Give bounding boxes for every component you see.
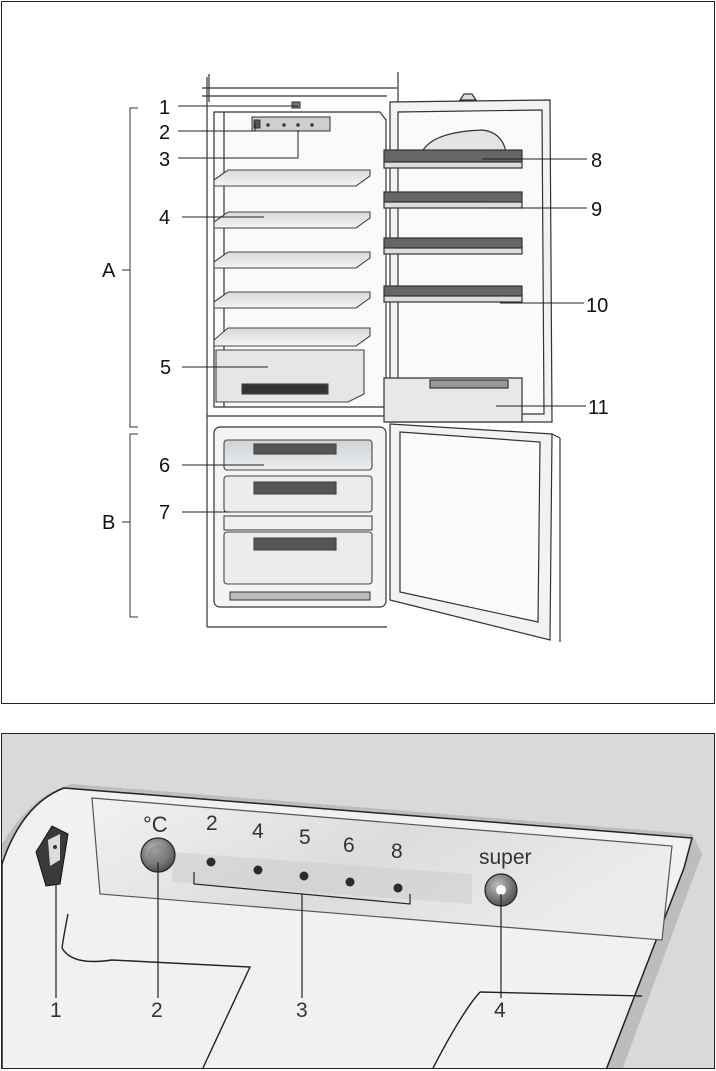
callout-3: 3: [159, 149, 170, 171]
indicator-light-8: [394, 884, 403, 893]
section-label-b: B: [102, 512, 115, 534]
control-panel-closeup-figure: °C 2 4 5 6 8 super 1 2 3 4: [1, 733, 715, 1069]
super-indicator-light: [496, 885, 506, 895]
callout-6: 6: [159, 455, 170, 477]
freezer-door: [390, 424, 560, 642]
section-label-a: A: [102, 260, 116, 282]
callout-10: 10: [586, 295, 608, 317]
scale-label-6: 6: [343, 834, 355, 857]
scale-label-5: 5: [299, 826, 311, 849]
scale-label-2: 2: [206, 812, 218, 835]
temperature-symbol: °C: [143, 812, 168, 837]
control-panel-illustration: °C 2 4 5 6 8 super 1 2 3 4: [2, 734, 715, 1069]
vegetable-container: [216, 350, 364, 402]
scale-label-4: 4: [252, 820, 264, 843]
indicator-light-5: [300, 872, 309, 881]
callout-4: 4: [159, 207, 170, 229]
indicator-light-6: [346, 878, 355, 887]
super-label: super: [479, 846, 532, 869]
callout-1: 1: [50, 999, 62, 1022]
callout-11: 11: [588, 397, 609, 419]
scale-label-8: 8: [391, 840, 403, 863]
callout-9: 9: [591, 199, 602, 221]
callout-1: 1: [159, 97, 170, 119]
callout-7: 7: [159, 502, 170, 524]
callout-3: 3: [296, 999, 308, 1022]
section-brackets: [122, 108, 138, 617]
callout-8: 8: [591, 150, 602, 172]
indicator-light-2: [207, 858, 216, 867]
fridge-illustration: 1 2 3 4 5 6 7 8 9 10 11 A B: [2, 2, 716, 705]
callout-4: 4: [494, 999, 506, 1022]
freezer-drawers: [224, 440, 372, 600]
callout-5: 5: [160, 357, 171, 379]
indicator-light-4: [254, 866, 263, 875]
callout-2: 2: [159, 122, 170, 144]
fridge-door: [384, 94, 552, 422]
power-icon: [53, 845, 57, 849]
fridge-overview-figure: 1 2 3 4 5 6 7 8 9 10 11 A B: [1, 1, 715, 704]
callout-2: 2: [151, 999, 163, 1022]
